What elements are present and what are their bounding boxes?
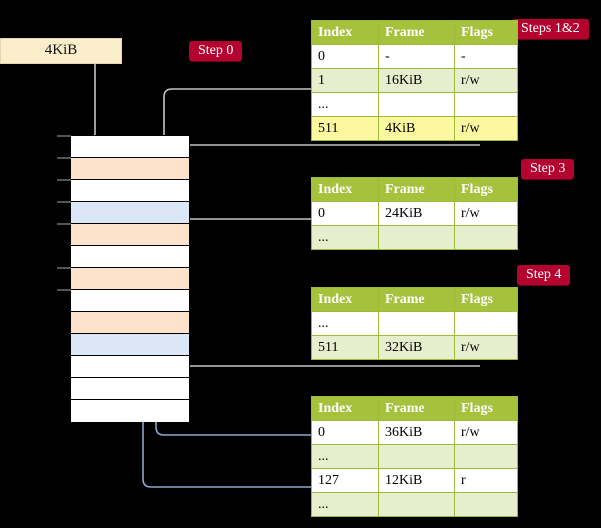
column-header-flags: Flags xyxy=(454,20,518,45)
table-cell-index: 511 xyxy=(311,335,379,360)
table-cell-flags: r/w xyxy=(454,420,518,445)
column-header-frame: Frame xyxy=(378,177,455,202)
table-cell-index: 0 xyxy=(311,44,379,69)
table-cell-flags: - xyxy=(454,44,518,69)
table-cell-index: 0 xyxy=(311,201,379,226)
table-cell-flags xyxy=(454,492,518,517)
badge-step-4: Step 4 xyxy=(517,265,571,285)
memory-tick xyxy=(57,289,71,291)
memory-tick xyxy=(57,201,71,203)
table-cell-index: 0 xyxy=(311,420,379,445)
badge-step-3: Step 3 xyxy=(521,159,575,179)
table-cell-frame xyxy=(378,225,455,250)
memory-row xyxy=(71,356,189,378)
physical-memory-column xyxy=(70,135,190,422)
memory-tick xyxy=(57,267,71,269)
table-cell-index: 127 xyxy=(311,468,379,493)
memory-row xyxy=(71,180,189,202)
table-cell-frame: 16KiB xyxy=(378,68,455,93)
table-cell-flags: r/w xyxy=(454,68,518,93)
table-cell-index: ... xyxy=(311,225,379,250)
table-cell-index: 511 xyxy=(311,116,379,141)
memory-row xyxy=(71,158,189,180)
column-header-index: Index xyxy=(311,177,379,202)
table-row: ... xyxy=(311,444,518,469)
column-header-flags: Flags xyxy=(454,396,518,421)
table-cell-frame: 36KiB xyxy=(378,420,455,445)
table-cell-index: ... xyxy=(311,311,379,336)
memory-row xyxy=(71,312,189,334)
table-cell-frame: 12KiB xyxy=(378,468,455,493)
memory-row xyxy=(71,136,189,158)
badge-step-0: Step 0 xyxy=(189,41,243,61)
table-cell-flags xyxy=(454,311,518,336)
column-header-index: Index xyxy=(311,287,379,312)
memory-row xyxy=(71,246,189,268)
memory-tick xyxy=(57,157,71,159)
table-row: ... xyxy=(311,225,518,250)
table-cell-flags xyxy=(454,444,518,469)
memory-row xyxy=(71,202,189,224)
column-header-frame: Frame xyxy=(378,20,455,45)
table-cell-index: ... xyxy=(311,444,379,469)
memory-tick xyxy=(57,179,71,181)
table-cell-frame: - xyxy=(378,44,455,69)
table-row: ... xyxy=(311,311,518,336)
virtual-address-box: 4KiB xyxy=(0,38,122,64)
badge-steps-1-2: Steps 1&2 xyxy=(512,19,589,39)
memory-row xyxy=(71,290,189,312)
table-cell-frame: 32KiB xyxy=(378,335,455,360)
table-cell-frame xyxy=(378,444,455,469)
memory-tick xyxy=(57,223,71,225)
table-cell-flags xyxy=(454,92,518,117)
table-cell-flags: r xyxy=(454,468,518,493)
memory-row xyxy=(71,400,189,422)
column-header-frame: Frame xyxy=(378,396,455,421)
column-header-index: Index xyxy=(311,20,379,45)
table-cell-flags: r/w xyxy=(454,335,518,360)
memory-row xyxy=(71,268,189,290)
table-row: ... xyxy=(311,92,518,117)
virtual-address-label: 4KiB xyxy=(44,42,78,58)
table-cell-frame: 24KiB xyxy=(378,201,455,226)
column-header-flags: Flags xyxy=(454,177,518,202)
table-cell-index: ... xyxy=(311,92,379,117)
table-cell-frame xyxy=(378,92,455,117)
table-cell-flags: r/w xyxy=(454,116,518,141)
table-cell-frame: 4KiB xyxy=(378,116,455,141)
memory-row xyxy=(71,224,189,246)
table-cell-index: 1 xyxy=(311,68,379,93)
table-cell-index: ... xyxy=(311,492,379,517)
table-cell-frame xyxy=(378,311,455,336)
column-header-frame: Frame xyxy=(378,287,455,312)
memory-row xyxy=(71,334,189,356)
table-cell-frame xyxy=(378,492,455,517)
table-row: ... xyxy=(311,492,518,517)
column-header-index: Index xyxy=(311,396,379,421)
column-header-flags: Flags xyxy=(454,287,518,312)
table-row: 0-- xyxy=(311,44,518,69)
memory-row xyxy=(71,378,189,400)
memory-tick xyxy=(57,135,71,137)
table-cell-flags xyxy=(454,225,518,250)
table-cell-flags: r/w xyxy=(454,201,518,226)
